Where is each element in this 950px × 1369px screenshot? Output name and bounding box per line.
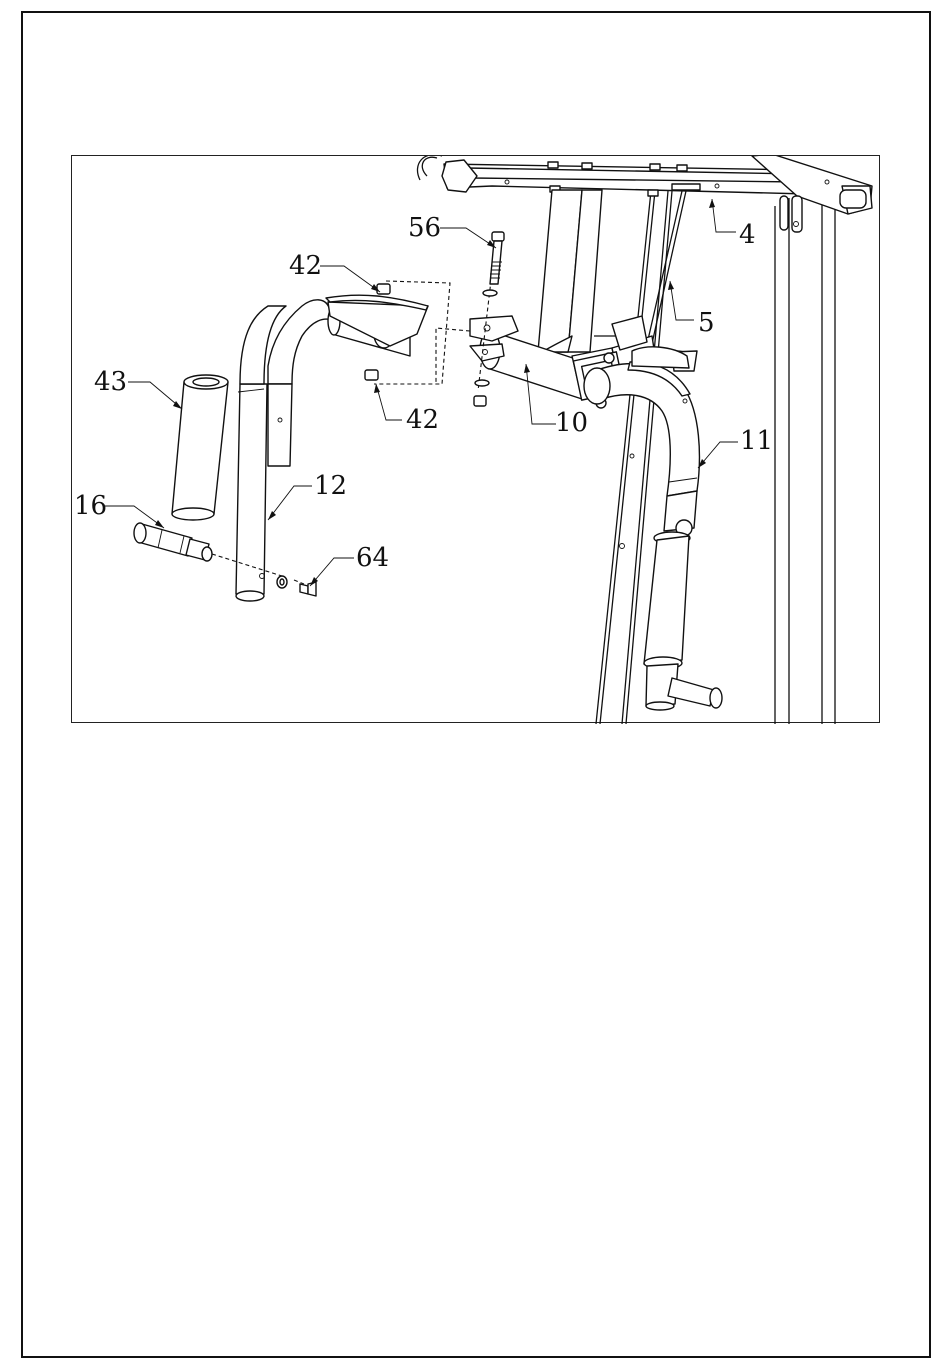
callout-4: 4 [739,220,756,250]
press-arm-part-11 [584,347,722,710]
top-frame-part-4 [417,156,872,232]
assembly-diagram: 4 5 10 11 12 16 42 42 43 56 64 [72,156,881,724]
roller-pad-part-43 [172,375,228,520]
callout-10: 10 [555,408,588,438]
callout-12: 12 [314,471,347,501]
callout-5: 5 [698,308,715,338]
callout-11: 11 [740,426,773,456]
rear-frame-rails [775,196,835,724]
callout-56: 56 [408,213,441,243]
callout-16: 16 [74,491,107,521]
callout-42-bottom: 42 [406,405,439,435]
handle-part-16 [134,523,212,561]
callout-42-top: 42 [289,251,322,281]
callout-43: 43 [94,367,127,397]
assembly-diagram-panel: 4 5 10 11 12 16 42 42 43 56 64 [71,155,880,723]
press-arm-part-12 [236,295,428,601]
callout-64: 64 [356,543,389,573]
screw-part-64 [300,582,316,596]
